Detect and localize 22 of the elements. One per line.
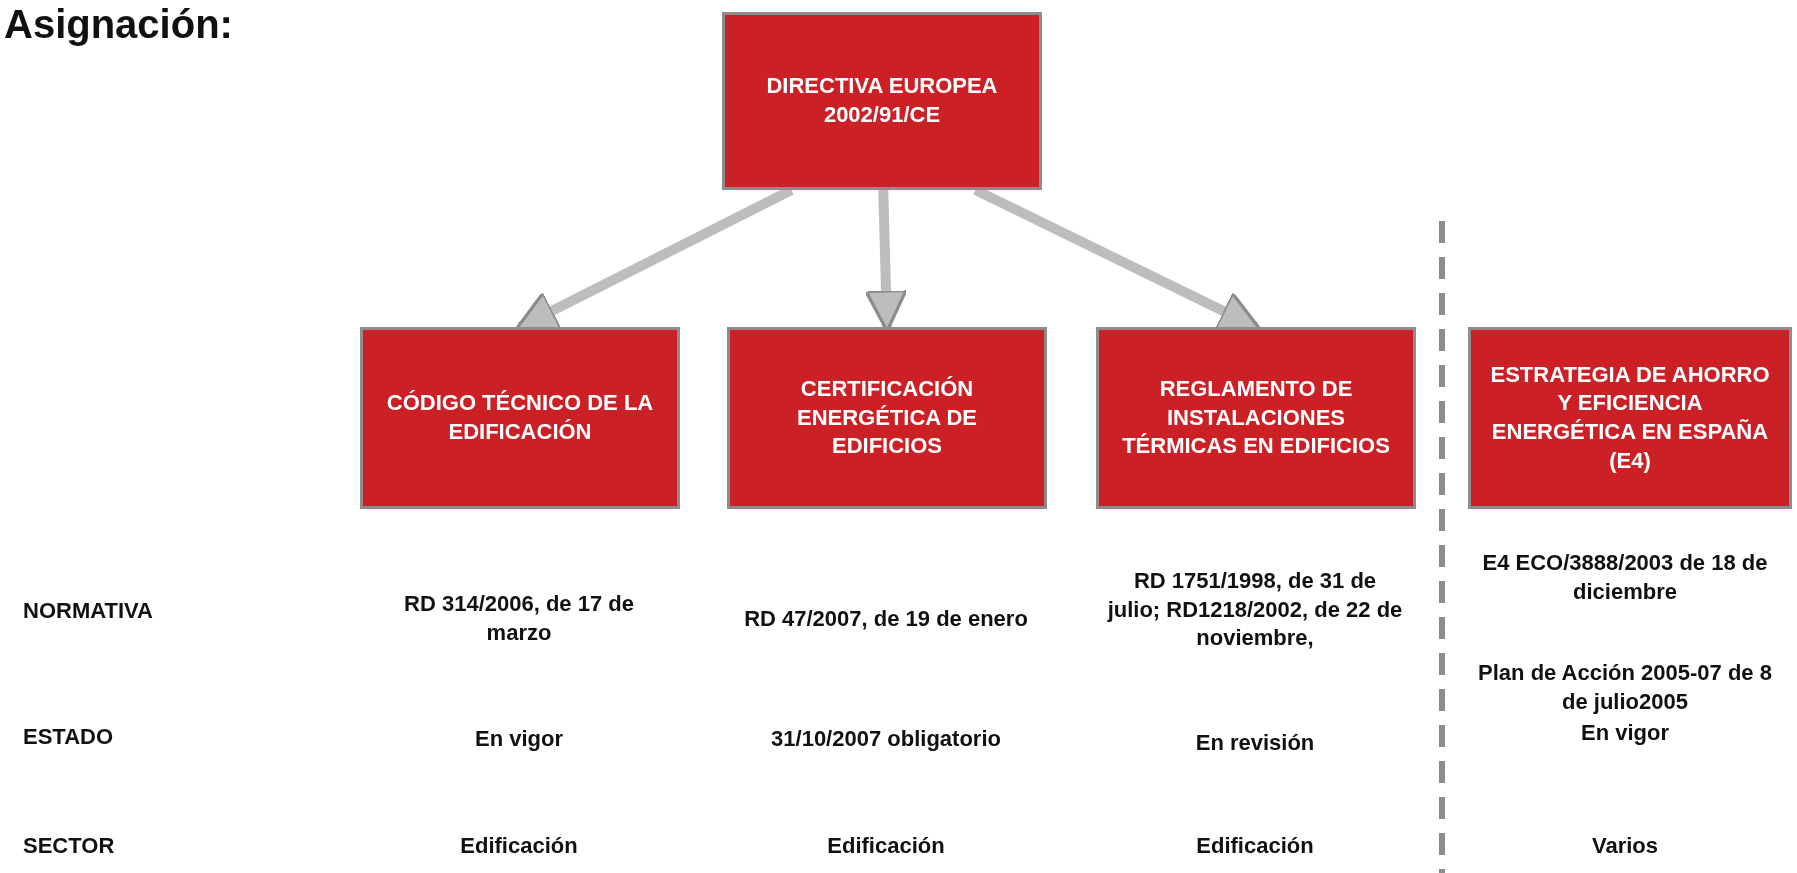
law-box: DIRECTIVA EUROPEA 2002/91/CE: [722, 12, 1042, 190]
table-cell-text: Edificación: [1195, 831, 1315, 860]
row-label: NORMATIVA: [23, 596, 153, 625]
table-cell-text: Edificación: [459, 831, 579, 860]
law-box: CERTIFICACIÓN ENERGÉTICA DE EDIFICIOS: [727, 327, 1047, 509]
table-cell-text: Varios: [1590, 831, 1659, 860]
table-cell-text: Edificación: [826, 831, 946, 860]
table-cell-text: En vigor: [1580, 718, 1670, 747]
table-cell-text: Plan de Acción 2005-07 de 8 de julio2005: [1477, 659, 1773, 716]
table-cell-text: En vigor: [474, 724, 564, 753]
law-box: ESTRATEGIA DE AHORRO Y EFICIENCIA ENERGÉTICA EN ESPAÑA (E4): [1468, 327, 1792, 509]
table-cell-text: RD 47/2007, de 19 de enero: [743, 604, 1029, 633]
row-label: SECTOR: [23, 831, 115, 860]
table-cell-text: 31/10/2007 obligatorio: [770, 724, 1002, 753]
table-cell-text: En revisión: [1194, 728, 1316, 757]
table-cell-text: RD 314/2006, de 17 de marzo: [403, 590, 635, 647]
row-label: ESTADO: [23, 722, 114, 751]
law-box: CÓDIGO TÉCNICO DE LA EDIFICACIÓN: [360, 327, 680, 509]
table-cell-text: RD 1751/1998, de 31 de julio; RD1218/2002, de 22 de noviembre,: [1106, 567, 1404, 653]
table-cell-text: E4 ECO/3888/2003 de 18 de diciembre: [1481, 549, 1769, 606]
slide-title: Asignación:: [4, 2, 233, 47]
law-box: REGLAMENTO DE INSTALACIONES TÉRMICAS EN EDIFICIOS: [1096, 327, 1416, 509]
